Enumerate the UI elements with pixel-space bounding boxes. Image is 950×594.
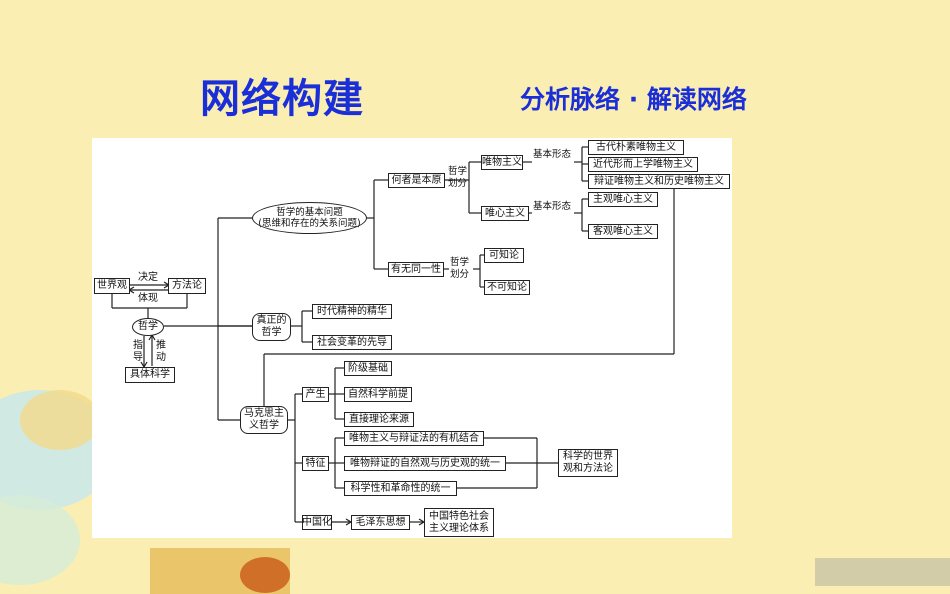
- page-subtitle: 分析脉络 · 解读网络: [520, 85, 747, 114]
- node-theory-source: 直接理论来源: [344, 412, 414, 427]
- node-feature-2: 唯物辩证的自然观与历史观的统一: [344, 456, 506, 471]
- page-title: 网络构建: [200, 76, 364, 122]
- marxist-philosophy-text: 马克思主 义哲学: [244, 408, 284, 431]
- label-embodies: 体现: [138, 293, 158, 304]
- node-materialism: 唯物主义: [481, 155, 523, 170]
- node-feature-1: 唯物主义与辩证法的有机结合: [344, 431, 484, 446]
- node-marxist-philosophy: 马克思主 义哲学: [240, 406, 288, 434]
- node-objective-idealism: 客观唯心主义: [588, 224, 658, 239]
- connector-lines: [111, 146, 675, 526]
- node-identity: 有无同一性: [388, 262, 444, 277]
- label-basic-form-2: 基本形态: [533, 201, 572, 212]
- node-herald-of-change: 社会变革的先导: [312, 335, 392, 350]
- node-true-philosophy: 真正的 哲学: [252, 313, 291, 341]
- label-decides: 决定: [138, 272, 158, 283]
- node-mao-thought: 毛泽东思想: [351, 515, 410, 530]
- node-feature-3: 科学性和革命性的统一: [344, 481, 457, 496]
- node-subjective-idealism: 主观唯心主义: [588, 192, 658, 207]
- node-worldview: 世界观: [94, 278, 130, 294]
- label-basic-form-1: 基本形态: [533, 149, 572, 160]
- label-phil-division-1: 哲学划分: [448, 166, 468, 189]
- node-class-basis: 阶级基础: [344, 361, 392, 376]
- concept-map-panel: 世界观 方法论 决定 体现 哲学 指导 推动 具体科学 哲学的基本问题 (思维和…: [92, 138, 732, 538]
- true-philosophy-text: 真正的 哲学: [256, 315, 287, 338]
- node-modern-materialism: 近代形而上学唯物主义: [588, 157, 698, 172]
- node-sinicization: 中国化: [302, 515, 332, 530]
- node-basic-question: 哲学的基本问题 (思维和存在的关系问题): [252, 202, 367, 234]
- node-dialectical-materialism: 辩证唯物主义和历史唯物主义: [588, 174, 730, 189]
- basic-question-text: 哲学的基本问题 (思维和存在的关系问题): [258, 207, 361, 229]
- node-socialism-theory: 中国特色社会 主义理论体系: [424, 508, 494, 537]
- node-essence-of-era: 时代精神的精华: [312, 304, 392, 319]
- node-knowable: 可知论: [484, 248, 524, 263]
- node-idealism: 唯心主义: [481, 206, 529, 221]
- node-specific-science: 具体科学: [125, 367, 175, 383]
- node-ancient-materialism: 古代朴素唯物主义: [588, 140, 684, 155]
- label-guides: 指导: [133, 340, 143, 363]
- node-scientific-worldview: 科学的世界 观和方法论: [558, 449, 618, 477]
- node-which-primary: 何者是本原: [388, 173, 445, 188]
- node-origin: 产生: [302, 387, 329, 402]
- node-philosophy: 哲学: [132, 318, 164, 336]
- scientific-worldview-text: 科学的世界 观和方法论: [563, 451, 613, 474]
- node-science-premise: 自然科学前提: [344, 387, 412, 402]
- label-promotes: 推动: [156, 340, 166, 363]
- node-methodology: 方法论: [168, 278, 206, 294]
- node-features: 特征: [302, 456, 329, 471]
- label-phil-division-2: 哲学划分: [450, 257, 470, 280]
- socialism-theory-text: 中国特色社会 主义理论体系: [429, 510, 489, 534]
- node-unknowable: 不可知论: [484, 280, 530, 295]
